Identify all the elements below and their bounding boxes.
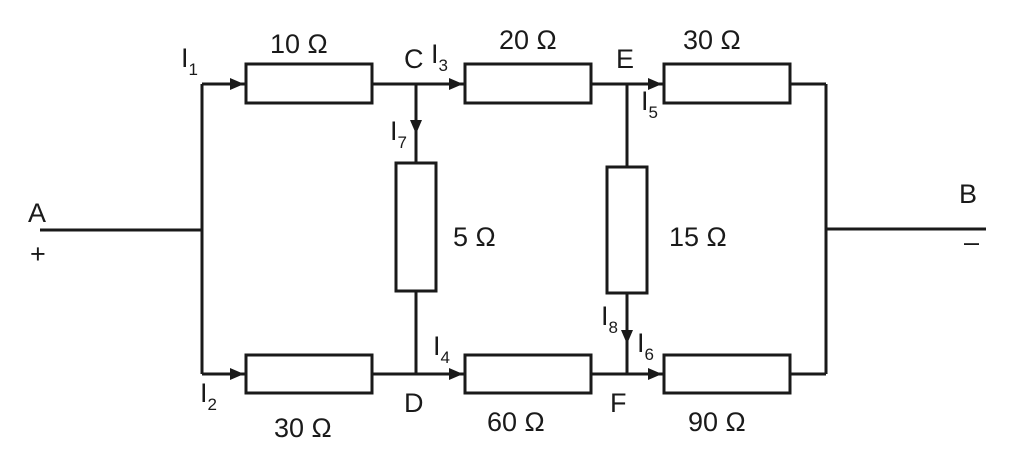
arrow-i7-icon (410, 120, 422, 134)
resistor-vertical-cd (394, 161, 438, 293)
node-e-label: E (616, 44, 634, 74)
resistor-vertical-cd-value: 5 Ω (453, 222, 496, 252)
terminal-a-label: A (28, 198, 46, 228)
resistor-bot-left (244, 353, 374, 395)
arrow-i2-icon (230, 368, 244, 380)
resistor-vertical-ef (605, 165, 649, 295)
current-i1-label: I1 (181, 43, 198, 79)
current-i7-label: I7 (390, 116, 407, 152)
resistor-bot-left-value: 30 Ω (274, 413, 332, 443)
resistor-vertical-ef-value: 15 Ω (669, 222, 727, 252)
current-i2-label: I2 (200, 378, 217, 414)
arrow-i5-icon (648, 78, 662, 90)
terminal-b-polarity: – (964, 227, 979, 257)
arrow-i1-icon (230, 78, 244, 90)
resistor-top-right (662, 62, 792, 105)
node-d-label: D (404, 388, 424, 418)
current-i3-label: I3 (431, 39, 448, 75)
resistors (244, 62, 792, 395)
current-i8-label: I8 (601, 301, 618, 337)
current-i6-label: I6 (637, 328, 654, 364)
arrow-i8-icon (621, 330, 633, 344)
resistor-bot-right-value: 90 Ω (688, 407, 746, 437)
wires (40, 82, 986, 376)
current-i5-label: I5 (641, 86, 658, 122)
node-f-label: F (610, 388, 627, 418)
resistor-top-mid (463, 62, 593, 105)
current-i4-label: I4 (433, 331, 450, 367)
terminal-a-polarity: + (30, 239, 46, 269)
resistor-bot-mid (463, 353, 593, 395)
arrow-i3-icon (449, 78, 463, 90)
resistor-bot-mid-value: 60 Ω (487, 407, 545, 437)
resistor-top-right-value: 30 Ω (683, 25, 741, 55)
resistor-top-left-value: 10 Ω (270, 29, 328, 59)
resistor-bot-right (662, 353, 792, 395)
current-arrows (230, 78, 662, 380)
resistor-top-left (244, 62, 374, 105)
resistor-top-mid-value: 20 Ω (499, 25, 557, 55)
terminal-b-label: B (959, 179, 977, 209)
node-c-label: C (404, 44, 424, 74)
arrow-i6-icon (648, 368, 662, 380)
arrow-i4-icon (449, 368, 463, 380)
